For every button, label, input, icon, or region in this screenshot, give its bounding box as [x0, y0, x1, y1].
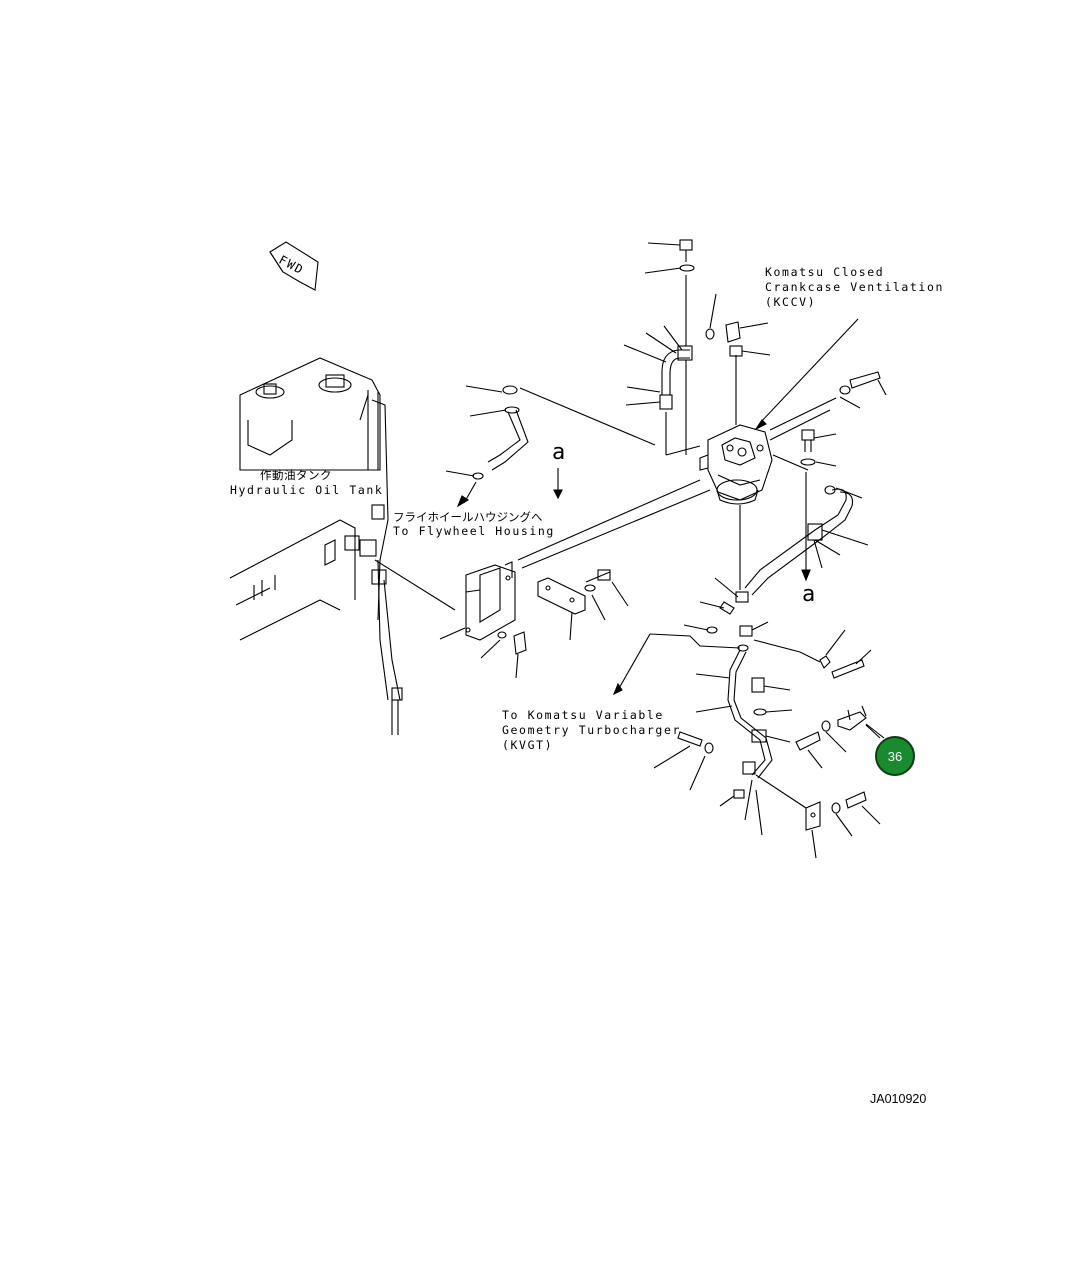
tank-label-en: Hydraulic Oil Tank: [230, 483, 384, 497]
tank-label-jp: 作動油タンク: [260, 468, 332, 482]
bracket-drawing: [439, 479, 711, 679]
section-a-label-bottom: a: [802, 582, 816, 607]
kccv-label-line-1: Komatsu Closed: [765, 265, 885, 279]
kccv-label-line-3: (KCCV): [765, 295, 817, 309]
flywheel-label-jp: フライホイールハウジングへ: [393, 510, 543, 524]
section-a-label-top: a: [552, 440, 566, 465]
kccv-unit-drawing: [699, 293, 887, 590]
hose-right-drawing: [683, 485, 869, 637]
flywheel-label-en: To Flywheel Housing: [393, 524, 555, 538]
vent-pipe-drawing: [623, 239, 701, 456]
hydraulic-oil-tank-drawing: [229, 357, 403, 735]
kvgt-label-line-3: (KVGT): [502, 738, 554, 752]
lower-pipe-drawing: [612, 629, 885, 859]
breather-hose-drawing: [445, 385, 656, 508]
figure-id: JA010920: [870, 1092, 927, 1106]
kvgt-label-line-1: To Komatsu Variable: [502, 708, 664, 722]
kccv-label-line-2: Crankcase Ventilation: [765, 280, 944, 294]
callout-number-36[interactable]: 36: [875, 736, 915, 776]
kvgt-label-line-2: Geometry Turbocharger: [502, 723, 681, 737]
fwd-arrow-icon: [269, 241, 319, 291]
